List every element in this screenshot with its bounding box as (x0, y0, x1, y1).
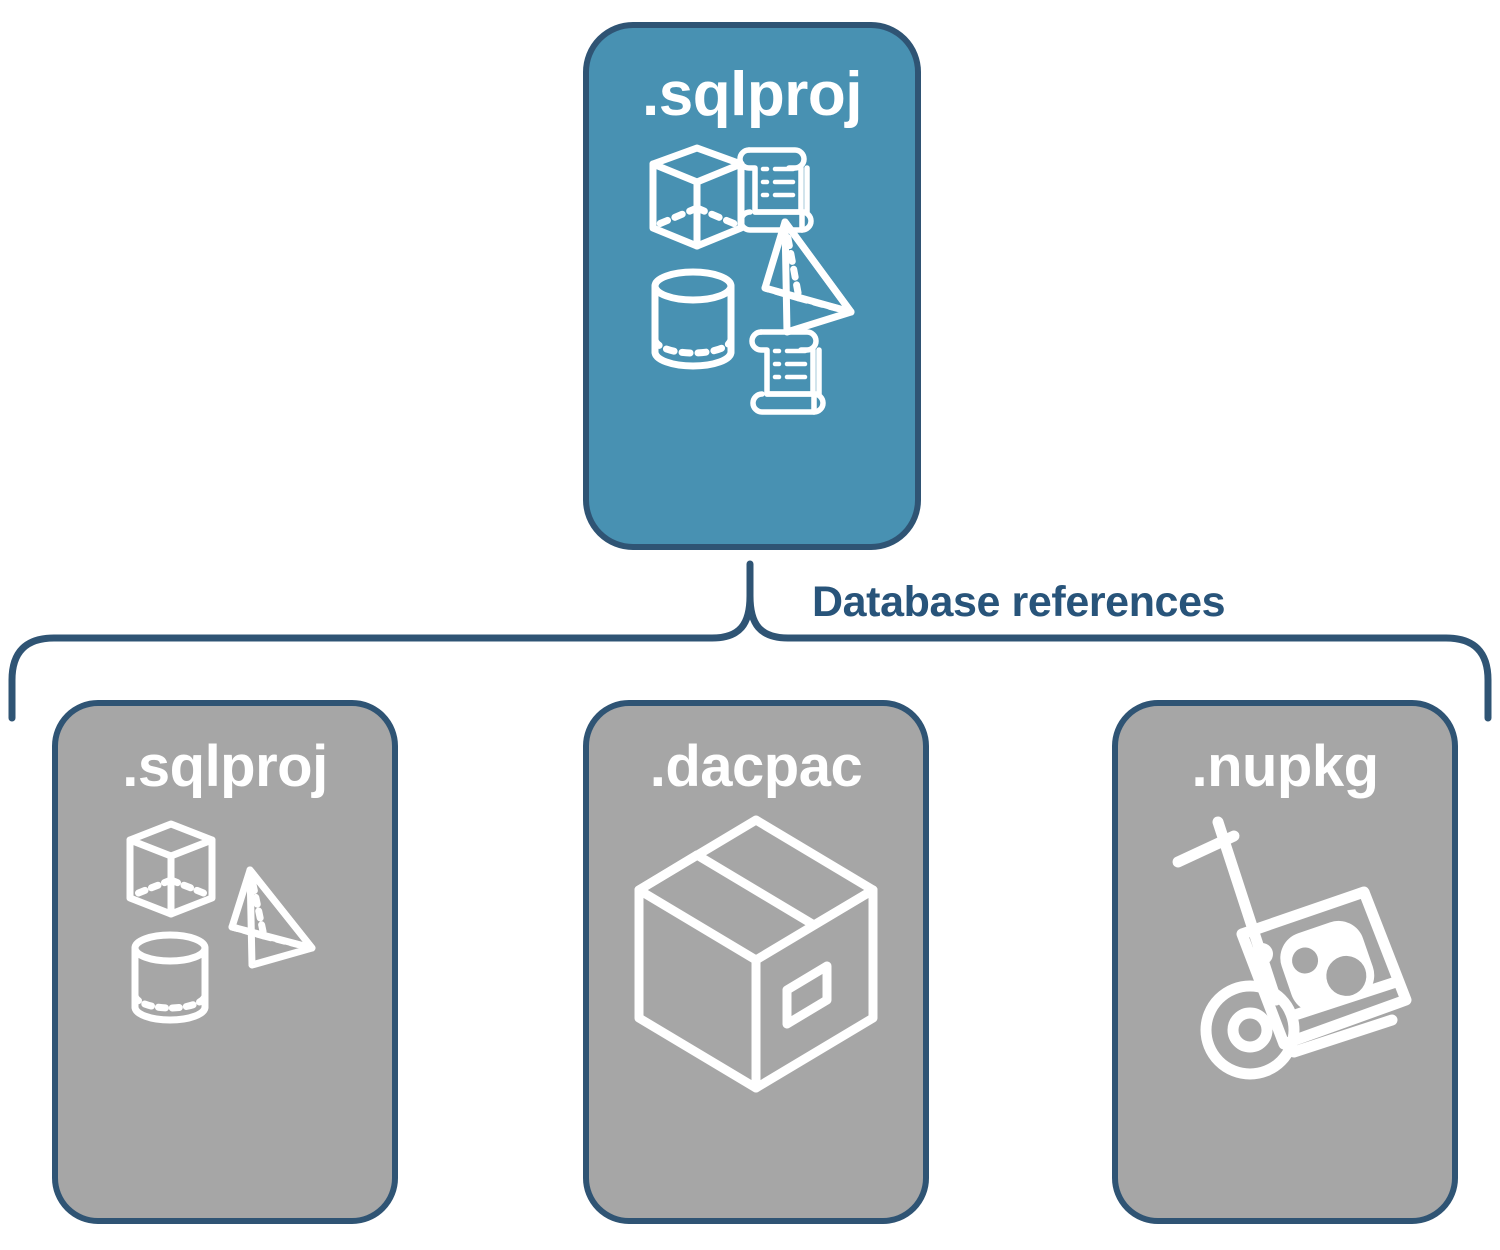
package-box-icon (634, 815, 878, 1093)
child-card-sqlproj[interactable]: .sqlproj (52, 700, 398, 1224)
child-card-nupkg[interactable]: .nupkg (1112, 700, 1458, 1224)
hand-truck-nuget-icon (1172, 816, 1411, 1080)
scroll-icon (749, 329, 826, 415)
pyramid-icon (228, 866, 316, 969)
child-card-artwork-dacpac (589, 796, 923, 1218)
database-objects-icon (649, 144, 855, 415)
cylinder-icon (131, 931, 209, 1024)
pyramid-icon (761, 218, 855, 336)
parent-card-title: .sqlproj (642, 60, 862, 129)
database-references-label: Database references (812, 578, 1226, 626)
cube-icon (649, 144, 745, 250)
child-card-title-sqlproj: .sqlproj (122, 734, 328, 799)
scroll-icon (737, 147, 814, 233)
child-card-title-nupkg: .nupkg (1191, 734, 1379, 799)
cylinder-icon (651, 268, 735, 370)
child-card-artwork-sqlproj (58, 796, 392, 1218)
child-card-title-dacpac: .dacpac (649, 734, 863, 799)
bracket-path (8, 560, 1492, 722)
database-objects-icon (126, 820, 316, 1024)
child-card-dacpac[interactable]: .dacpac (583, 700, 929, 1224)
parent-card-sqlproj[interactable]: .sqlproj (583, 22, 921, 550)
child-card-artwork-nupkg (1118, 796, 1452, 1218)
cube-icon (126, 820, 216, 918)
parent-card-artwork (589, 126, 915, 544)
